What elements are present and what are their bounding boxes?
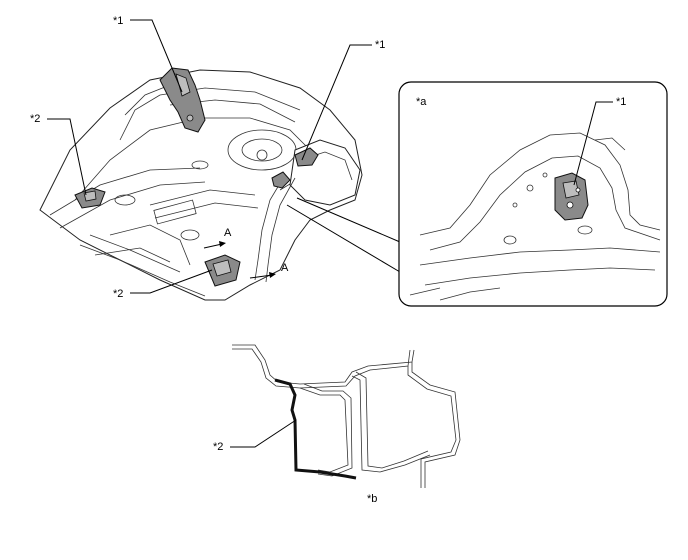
section-part-2 <box>274 378 357 480</box>
callout-part2-bottom: *2 <box>113 269 213 300</box>
callout-part1-top: *1 <box>113 15 183 93</box>
callout-part1-top-label: *1 <box>113 15 123 27</box>
callout-part2-left: *2 <box>30 113 87 196</box>
callout-part2-left-label: *2 <box>30 113 40 125</box>
part-1-wheelhouse-bracket <box>271 147 319 189</box>
view-arrow-a2: A <box>249 262 289 279</box>
view-arrow-a2-label: A <box>281 262 289 274</box>
detail-wheelhouse <box>409 132 661 301</box>
detail-view-label: *a <box>416 96 427 108</box>
detail-frame <box>398 81 668 307</box>
detail-connector <box>286 197 401 273</box>
callout-part1-detail-label: *1 <box>616 96 626 108</box>
part-1-upper-bracket <box>159 67 206 133</box>
part-2-lower-bracket <box>204 254 241 287</box>
callout-part2-section-label: *2 <box>213 441 223 453</box>
view-arrow-a1-label: A <box>224 227 232 239</box>
detail-view: *a *1 <box>398 81 668 307</box>
callout-part1-right-label: *1 <box>375 39 385 51</box>
section-view: *2 *b <box>213 344 461 505</box>
callout-part2-bottom-label: *2 <box>113 288 123 300</box>
detail-part-1 <box>554 172 589 221</box>
callout-part1-right: *1 <box>301 39 385 161</box>
callout-part2-section: *2 <box>213 419 297 453</box>
part-2-left-bracket <box>74 187 106 209</box>
view-arrow-a1: A <box>203 227 232 249</box>
callout-part1-detail: *1 <box>573 96 626 186</box>
section-view-label: *b <box>367 493 377 505</box>
